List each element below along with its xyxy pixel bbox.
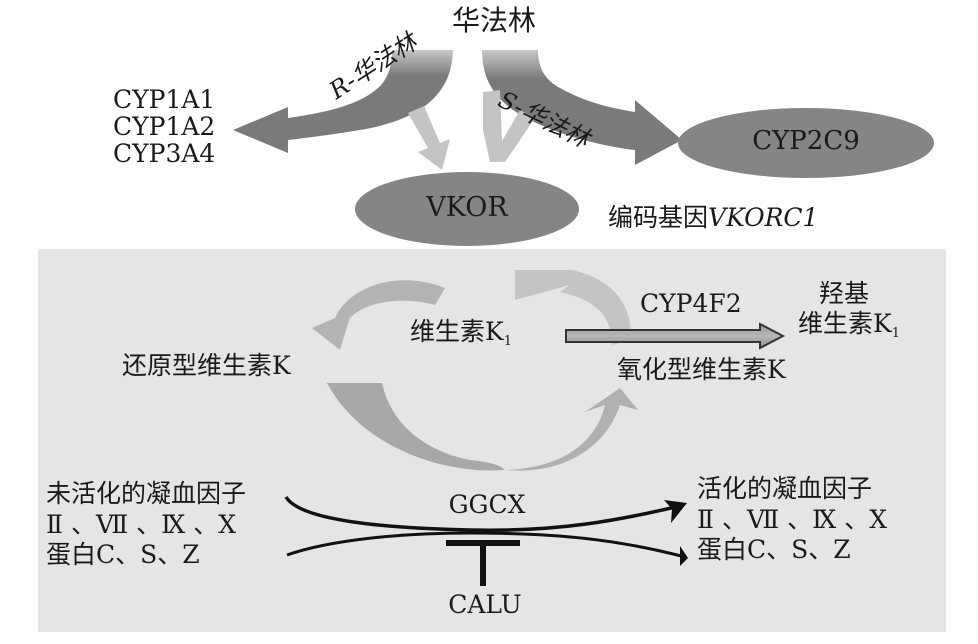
active-factors-list: Ⅱ 、Ⅶ 、Ⅸ 、Ⅹ	[697, 504, 888, 534]
vitamin-k1-subscript: 1	[503, 334, 512, 349]
vkor-label: VKOR	[426, 192, 508, 223]
reduced-vitamin-k-label: 还原型维生素K	[122, 351, 291, 380]
oxidized-vitamin-k-label: 氧化型维生素K	[617, 355, 786, 384]
hydroxy-line1: 羟基	[818, 279, 869, 308]
cyp2c9-ellipse	[678, 108, 934, 178]
cyp2c9-label: CYP2C9	[752, 126, 860, 156]
inactive-factors-list: Ⅱ 、Ⅶ 、Ⅸ 、Ⅹ	[46, 509, 237, 539]
inactive-proteins-list: 蛋白C、S、Z	[46, 540, 200, 569]
hydroxy-vitamin-k1-label: 羟基 维生素K1	[798, 279, 900, 342]
hydroxy-line2: 维生素K	[798, 309, 892, 338]
calu-label: CALU	[448, 590, 522, 619]
gene-prefix: 编码基因	[608, 203, 709, 232]
cycle-panel-background	[38, 249, 946, 632]
proteins-arrowhead	[680, 546, 688, 566]
cycle-arrow-bottom-left	[327, 383, 505, 471]
warfarin-title: 华法林	[451, 4, 536, 37]
s-warfarin-arrow	[482, 50, 682, 165]
hydroxy-subscript: 1	[891, 326, 900, 341]
active-factors-title: 活化的凝血因子	[697, 474, 873, 503]
vitamin-k1-text: 维生素K	[410, 317, 504, 346]
vkor-ellipse	[355, 172, 579, 246]
ggcx-label: GGCX	[448, 490, 526, 519]
cycle-arrow-top-right	[515, 270, 631, 345]
gene-name: VKORC1	[708, 203, 819, 232]
inactive-factors-title: 未活化的凝血因子	[46, 479, 247, 508]
active-factors-arrowhead	[664, 500, 687, 523]
cyp4f2-label: CYP4F2	[640, 289, 742, 318]
active-proteins-list: 蛋白C、S、Z	[697, 535, 851, 564]
inactive-factors-to-active-curve	[284, 495, 681, 532]
vkorc1-gene-label: 编码基因VKORC1	[608, 204, 818, 232]
enzyme-cyp3a4: CYP3A4	[113, 139, 216, 168]
cyp4f2-arrow	[565, 322, 786, 350]
cycle-arrow-bottom-right	[505, 388, 638, 471]
enzyme-cyp1a2: CYP1A2	[113, 112, 216, 141]
r-enzyme-list: CYP1A1 CYP1A2 CYP3A4	[113, 86, 215, 167]
enzyme-cyp1a1: CYP1A1	[113, 85, 216, 114]
r-warfarin-arrow	[233, 50, 453, 153]
r-warfarin-to-vkor-arrow	[408, 106, 450, 170]
s-warfarin-to-vkor-arrow	[483, 90, 535, 162]
inactive-factors-block: 未活化的凝血因子 Ⅱ 、Ⅶ 、Ⅸ 、Ⅹ 蛋白C、S、Z	[46, 479, 246, 571]
calu-inhibition-stem	[480, 543, 486, 586]
vitamin-k1-label: 维生素K1	[410, 318, 512, 349]
proteins-to-active-curve	[286, 531, 686, 559]
cycle-arrow-top-left	[312, 280, 445, 350]
active-factors-block: 活化的凝血因子 Ⅱ 、Ⅶ 、Ⅸ 、Ⅹ 蛋白C、S、Z	[697, 474, 887, 566]
